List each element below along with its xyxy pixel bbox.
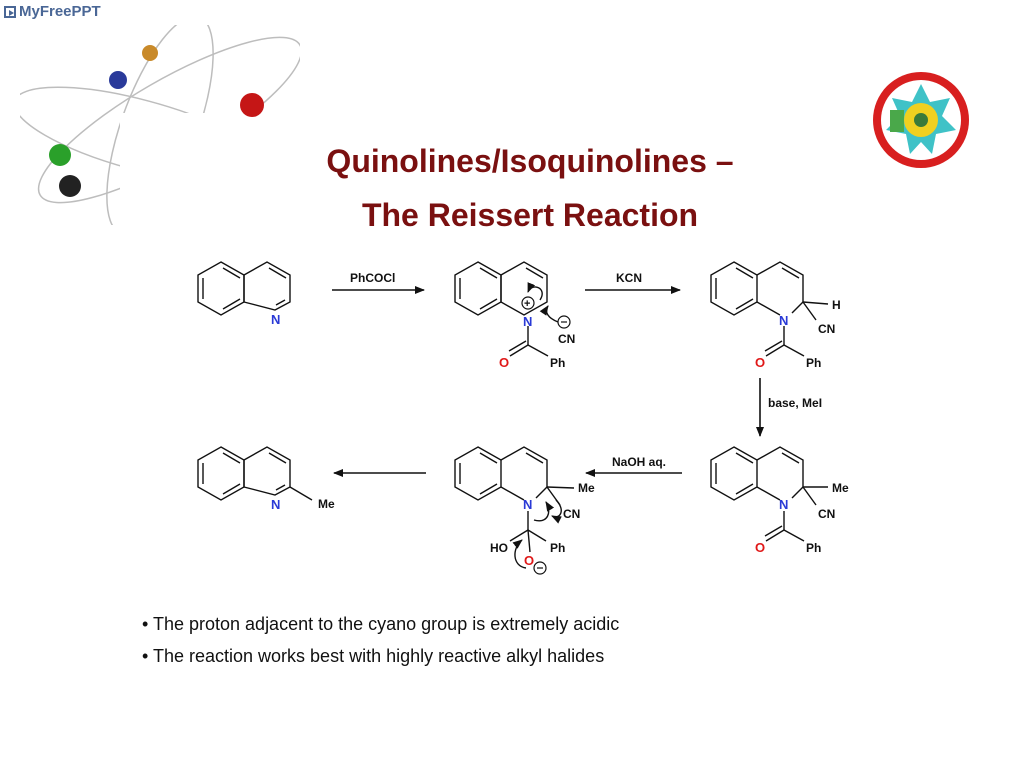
bullet-item: • The reaction works best with highly re… bbox=[142, 646, 605, 666]
quinoline-structure: N bbox=[197, 261, 291, 327]
cyanide-label: CN bbox=[558, 332, 575, 346]
nitrogen-label: N bbox=[523, 314, 532, 329]
nitrogen-label: N bbox=[779, 497, 788, 512]
phenyl-label: Ph bbox=[806, 356, 821, 370]
atom-illustration bbox=[20, 25, 300, 225]
hydrogen-label: H bbox=[832, 298, 841, 312]
nitrogen-label: N bbox=[271, 497, 280, 512]
cyano-label: CN bbox=[563, 507, 580, 521]
title-line-1: Quinolines/Isoquinolines – bbox=[326, 143, 734, 179]
blue-sphere bbox=[109, 71, 127, 89]
reagent-naoh: NaOH aq. bbox=[612, 455, 666, 469]
alkoxide-oxygen-label: O bbox=[524, 553, 534, 568]
watermark: MyFreePPT bbox=[4, 3, 101, 20]
oxygen-label: O bbox=[499, 355, 509, 370]
alkoxide-intermediate-structure: N Me CN HO Ph O bbox=[454, 446, 595, 575]
black-sphere bbox=[59, 175, 81, 197]
methyl-label: Me bbox=[318, 497, 335, 511]
orange-sphere bbox=[142, 45, 158, 61]
reagent-base-mei: base, MeI bbox=[768, 396, 822, 410]
cyano-label: CN bbox=[818, 322, 835, 336]
nitrogen-label: N bbox=[523, 497, 532, 512]
play-icon bbox=[4, 5, 16, 18]
watermark-text: MyFreePPT bbox=[19, 3, 101, 20]
bullet-list: • The proton adjacent to the cyano group… bbox=[142, 610, 619, 674]
title-line-2: The Reissert Reaction bbox=[361, 197, 699, 233]
phenyl-label: Ph bbox=[550, 541, 565, 555]
slide-title: Quinolines/Isoquinolines – The Reissert … bbox=[0, 134, 1024, 242]
reagent-kcn: KCN bbox=[616, 271, 642, 285]
university-logo bbox=[873, 72, 969, 168]
green-sphere bbox=[49, 144, 71, 166]
oxygen-label: O bbox=[755, 355, 765, 370]
nitrogen-label: N bbox=[779, 313, 788, 328]
svg-text:+: + bbox=[524, 298, 530, 310]
hydroxyl-label: HO bbox=[490, 541, 508, 555]
methyl-label: Me bbox=[832, 481, 849, 495]
methylated-reissert-structure: N Me CN O Ph bbox=[710, 446, 849, 555]
red-sphere bbox=[240, 93, 264, 117]
phenyl-label: Ph bbox=[806, 541, 821, 555]
quinolinium-structure: + N O Ph CN bbox=[454, 261, 575, 370]
bullet-item: • The proton adjacent to the cyano group… bbox=[142, 614, 620, 634]
methyl-label: Me bbox=[578, 481, 595, 495]
2-methylquinoline-structure: N Me bbox=[197, 446, 335, 512]
phenyl-label: Ph bbox=[550, 356, 565, 370]
reagent-phcocl: PhCOCl bbox=[350, 271, 395, 285]
cyano-label: CN bbox=[818, 507, 835, 521]
oxygen-label: O bbox=[755, 540, 765, 555]
nitrogen-label: N bbox=[271, 312, 280, 327]
reissert-compound-structure: N H CN O Ph bbox=[710, 261, 841, 370]
